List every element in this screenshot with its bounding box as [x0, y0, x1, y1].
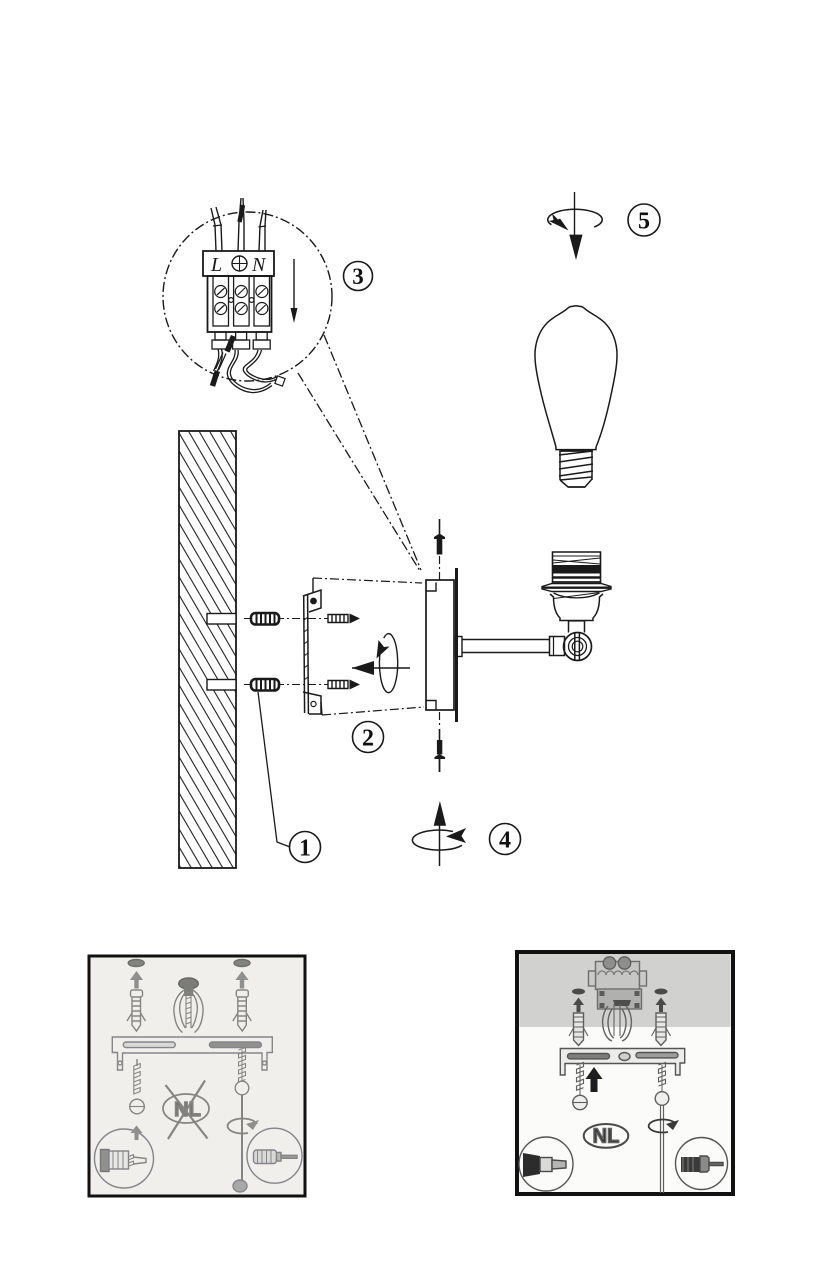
svg-text:5: 5: [638, 209, 650, 235]
svg-text:N: N: [251, 254, 267, 276]
svg-text:NL: NL: [593, 1126, 620, 1148]
svg-text:2: 2: [362, 726, 374, 752]
svg-text:L: L: [210, 254, 222, 276]
svg-text:3: 3: [352, 264, 364, 289]
svg-text:4: 4: [499, 828, 511, 854]
svg-text:1: 1: [299, 836, 311, 862]
